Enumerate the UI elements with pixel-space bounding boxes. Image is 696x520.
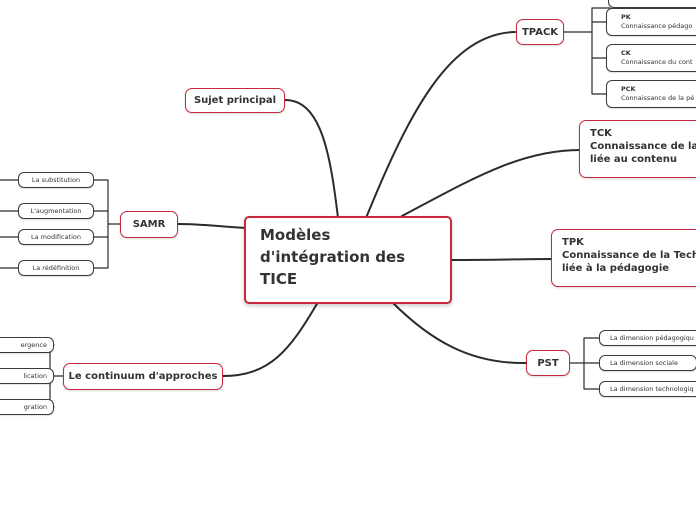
link-samr-left (0, 179, 19, 269)
sujet-principal-label: Sujet principal (193, 95, 277, 106)
samr-item-augmentation[interactable]: L'augmentation (18, 203, 94, 219)
tpk-line1: Connaissance de la Techno (562, 250, 696, 261)
link-central-samr (177, 223, 247, 229)
continuum-item-3[interactable]: gration (0, 399, 54, 415)
pst-item-sociale[interactable]: La dimension sociale (599, 355, 696, 371)
samr-item-label: La rédéfinition (32, 264, 80, 272)
link-central-sujet (284, 99, 339, 219)
central-title: Modèles d'intégration des TICE (260, 226, 406, 288)
pst-item-pedagogique[interactable]: La dimension pédagogiqu (599, 330, 696, 346)
tpack-item-abbr: PK (621, 13, 631, 21)
tpack-item-ck[interactable]: CK Connaissance du cont (606, 44, 696, 72)
tpack-item-desc: Connaissance de la pé (621, 94, 695, 102)
samr-node[interactable]: SAMR (120, 211, 178, 238)
tpack-item-desc: Connaissance du cont (621, 58, 693, 66)
pst-item-label: La dimension pédagogiqu (610, 334, 694, 342)
continuum-item-label: gration (23, 403, 47, 411)
pst-item-label: La dimension technologiq (610, 385, 694, 393)
continuum-item-1[interactable]: ergence (0, 337, 54, 353)
tpack-item-pck[interactable]: PCK Connaissance de la pé (606, 80, 696, 108)
continuum-node[interactable]: Le continuum d'approches (63, 363, 223, 390)
continuum-item-2[interactable]: lication (0, 368, 54, 384)
link-pst-items (569, 337, 601, 390)
central-node[interactable]: Modèles d'intégration des TICE (244, 216, 452, 304)
samr-item-label: La modification (30, 233, 81, 241)
pst-label: PST (537, 357, 559, 369)
pst-item-technologique[interactable]: La dimension technologiq (599, 381, 696, 397)
link-central-tpack (365, 31, 516, 219)
pst-node[interactable]: PST (526, 350, 570, 376)
tck-abbr: TCK (590, 128, 612, 139)
tpack-item-abbr: PCK (621, 85, 636, 93)
continuum-label: Le continuum d'approches (68, 371, 218, 382)
continuum-item-label: lication (23, 372, 47, 380)
samr-item-redefinition[interactable]: La rédéfinition (18, 260, 94, 276)
link-central-continuum (222, 301, 319, 377)
pst-item-label: La dimension sociale (610, 359, 678, 367)
samr-item-label: L'augmentation (30, 207, 82, 215)
tck-node[interactable]: TCK Connaissance de la T liée au contenu (579, 120, 696, 178)
link-tpack-items (562, 7, 611, 95)
samr-item-modification[interactable]: La modification (18, 229, 94, 245)
continuum-item-label: ergence (20, 341, 47, 349)
tpk-abbr: TPK (562, 237, 584, 248)
tpack-label: TPACK (521, 26, 559, 38)
tck-line1: Connaissance de la T (590, 141, 696, 152)
link-central-tck (401, 149, 581, 217)
sujet-principal-node[interactable]: Sujet principal (185, 88, 285, 113)
tpack-item-top-partial[interactable] (608, 0, 696, 8)
samr-item-substitution[interactable]: La substitution (18, 172, 94, 188)
samr-item-label: La substitution (31, 176, 81, 184)
link-central-tpk (450, 258, 553, 261)
tpack-item-pk[interactable]: PK Connaissance pédago (606, 8, 696, 36)
tpack-item-desc: Connaissance pédago (621, 22, 693, 30)
link-samr-items (93, 179, 123, 269)
tpack-item-abbr: CK (621, 49, 631, 57)
samr-label: SAMR (132, 219, 166, 230)
tpk-node[interactable]: TPK Connaissance de la Techno liée à la … (551, 229, 696, 287)
link-central-pst (391, 301, 527, 365)
tpk-line2: liée à la pédagogie (562, 263, 670, 274)
tck-line2: liée au contenu (590, 154, 677, 165)
tpack-node[interactable]: TPACK (516, 19, 564, 45)
